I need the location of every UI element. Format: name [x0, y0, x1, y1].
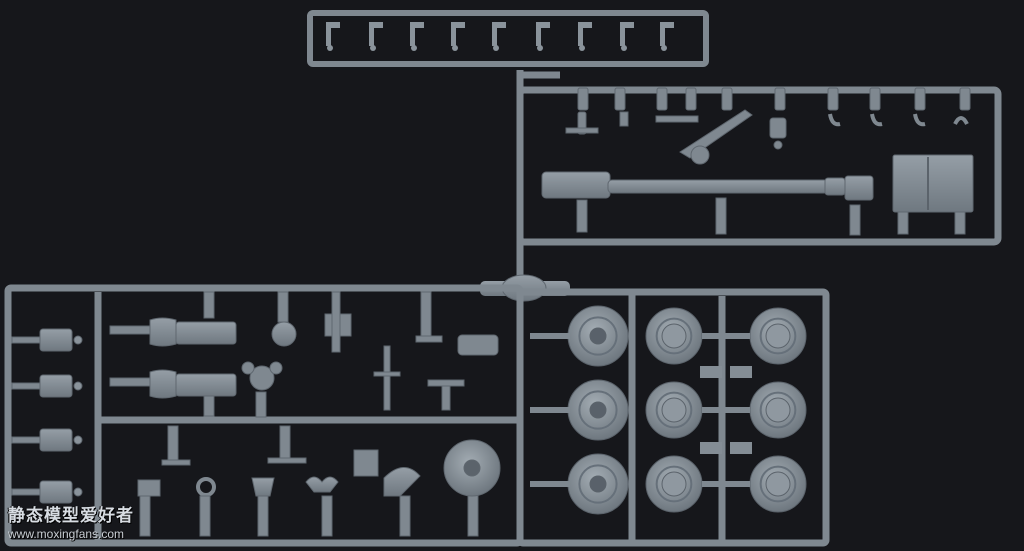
- watermark-url: www.moxingfans.com: [8, 527, 125, 541]
- hatch-plate: [892, 154, 974, 213]
- small-hook-part: [578, 22, 592, 28]
- upper-right-sprue-frame: [516, 70, 1002, 285]
- gun-barrel-breech: [541, 171, 611, 199]
- small-hook-part: [410, 22, 424, 28]
- road-wheels: [530, 305, 807, 515]
- small-hook-part: [326, 22, 340, 28]
- upper-right-parts: [541, 87, 974, 236]
- small-hook-part: [536, 22, 550, 28]
- top-small-sprue-frame: [307, 10, 709, 67]
- small-bracket-part: [39, 374, 73, 398]
- small-bracket-part: [39, 480, 73, 504]
- watermark-site-name: 静态模型爱好者: [8, 506, 134, 526]
- small-hook-part: [451, 22, 465, 28]
- gun-barrel: [607, 179, 829, 194]
- small-bracket-part: [39, 328, 73, 352]
- watermark: 静态模型爱好者 www.moxingfans.com: [8, 506, 134, 541]
- small-hook-part: [369, 22, 383, 28]
- top-small-parts: [326, 22, 674, 51]
- small-bracket-part: [39, 428, 73, 452]
- small-hook-part: [620, 22, 634, 28]
- lower-left-parts: [11, 291, 501, 537]
- small-hook-part: [492, 22, 506, 28]
- small-hook-part: [660, 22, 674, 28]
